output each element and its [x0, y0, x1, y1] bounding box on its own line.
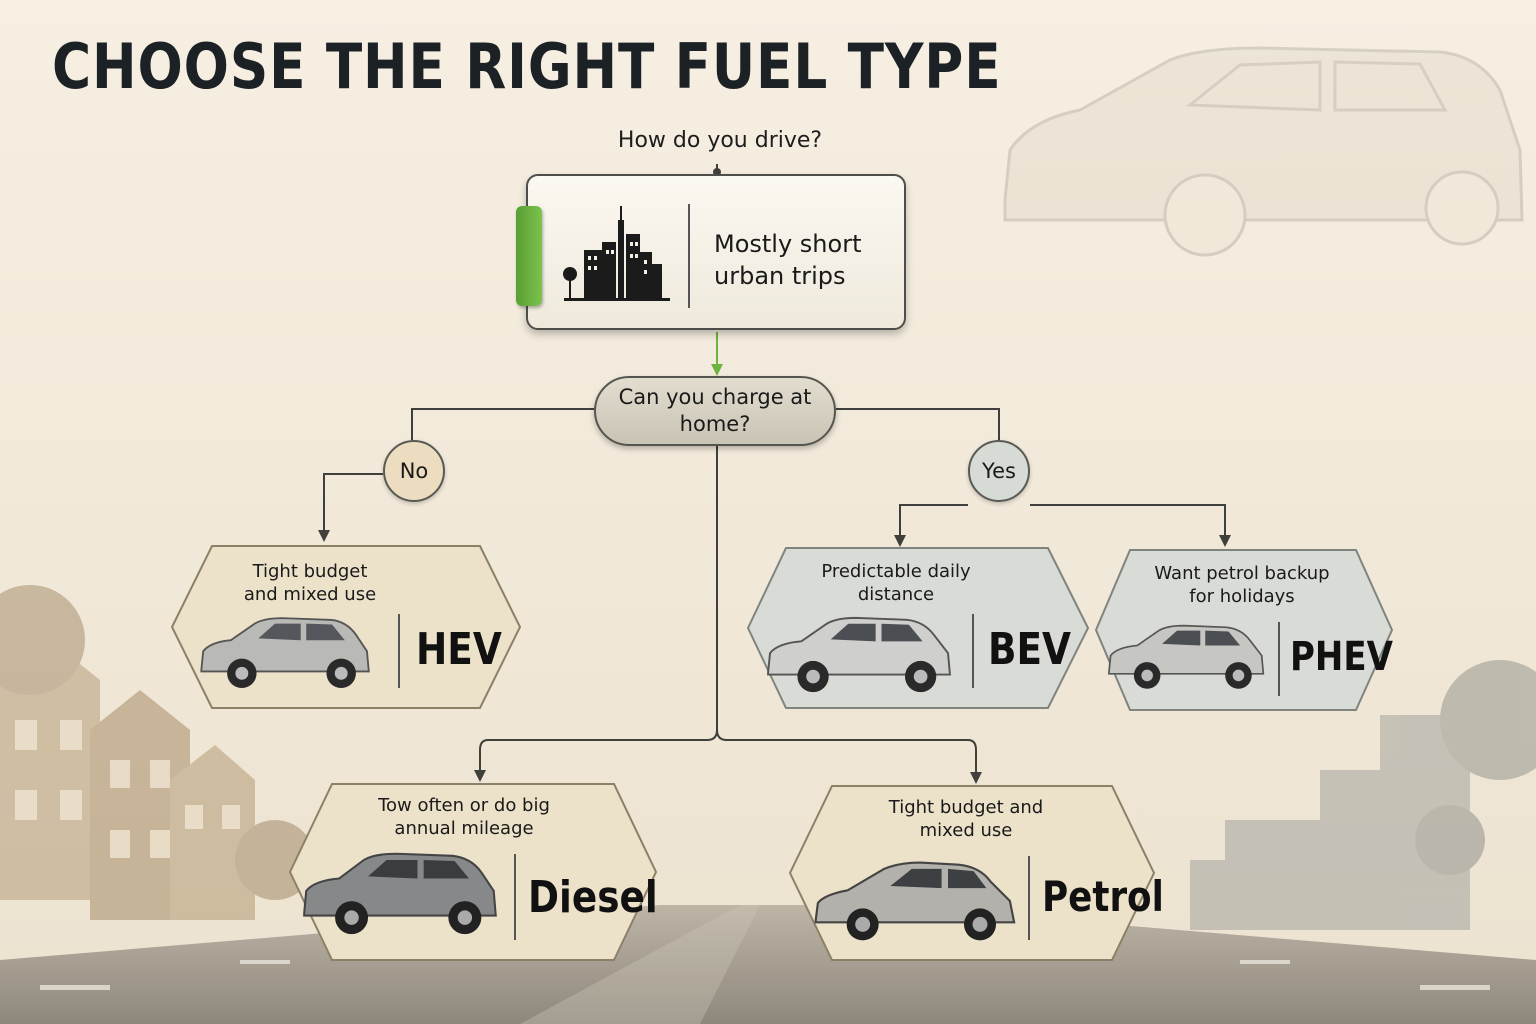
hatchback-icon: [814, 861, 1016, 941]
houses-left: [0, 585, 315, 920]
diesel-caption: Tow often or do big annual mileage: [378, 795, 550, 839]
diesel-label: Diesel: [528, 872, 658, 923]
start-marker-tab: [516, 206, 542, 306]
hev-divider: [398, 614, 400, 688]
diesel-divider: [514, 854, 516, 940]
outcome-diesel: Tow often or do big annual mileage Diese…: [288, 782, 658, 962]
petrol-label: Petrol: [1042, 872, 1164, 921]
bev-divider: [972, 614, 974, 688]
suv-icon: [303, 852, 497, 935]
decision-label: Can you charge at home?: [618, 385, 812, 436]
ghost-suv-icon: [1003, 46, 1524, 257]
suv-icon: [1108, 624, 1265, 689]
city-skyline-icon: [563, 206, 670, 301]
phev-divider: [1278, 622, 1280, 696]
page-title: CHOOSE THE RIGHT FUEL TYPE: [52, 30, 1002, 103]
petrol-caption: Tight budget and mixed use: [888, 797, 1044, 841]
phev-caption: Want petrol backup for holidays: [1154, 563, 1330, 607]
branch-no-bubble: No: [383, 440, 445, 502]
start-divider: [688, 204, 690, 308]
bev-label: BEV: [988, 624, 1072, 675]
buildings-right: [1190, 660, 1536, 930]
bev-caption: Predictable daily distance: [821, 561, 971, 605]
outcome-phev: Want petrol backup for holidays PHEV: [1094, 548, 1394, 712]
suv-icon: [200, 617, 370, 689]
phev-label: PHEV: [1290, 634, 1393, 680]
suv-icon: [767, 616, 952, 693]
start-node: Mostly short urban trips: [516, 174, 906, 330]
petrol-divider: [1028, 856, 1030, 940]
hev-label: HEV: [416, 624, 502, 675]
outcome-hev: Tight budget and mixed use HEV: [170, 544, 522, 710]
branch-yes-bubble: Yes: [968, 440, 1030, 502]
outcome-bev: Predictable daily distance BEV: [746, 546, 1090, 710]
decision-charge-at-home: Can you charge at home?: [594, 376, 836, 446]
outcome-petrol: Tight budget and mixed use Petrol: [788, 784, 1164, 962]
hev-caption: Tight budget and mixed use: [243, 561, 377, 605]
start-answer: Mostly short urban trips: [714, 230, 862, 290]
start-question: How do you drive?: [617, 128, 823, 153]
